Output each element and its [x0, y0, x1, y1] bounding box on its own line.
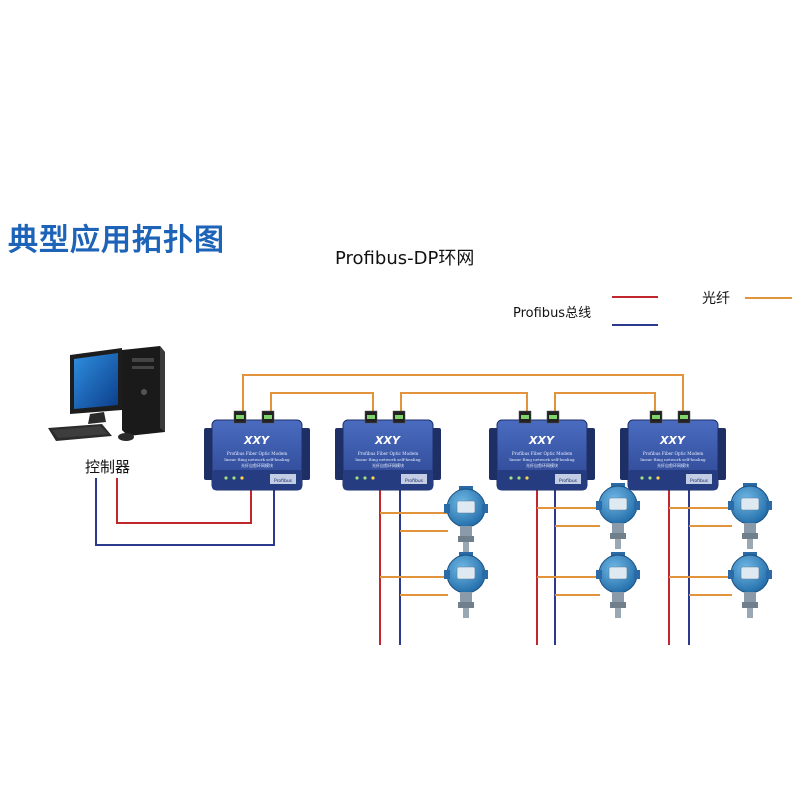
pressure-transmitter-icon [443, 485, 489, 553]
controller-bus [95, 478, 275, 546]
modem-brand-label: XXY [528, 434, 555, 447]
modem-port-label: Profibus [405, 478, 424, 484]
legend-fiber-label: 光纤 [702, 291, 730, 307]
diagram-heading: 典型应用拓扑图 [8, 223, 225, 258]
fiber-modem-1: XXY Profibus Fiber Optic Modem linear Ri… [203, 410, 311, 491]
modem-port-label: Profibus [274, 478, 293, 484]
modem-port-label: Profibus [559, 478, 578, 484]
modem-brand-label: XXY [243, 434, 270, 447]
modem-line2-label: linear Ring network self-healing [509, 457, 575, 462]
fiber-modem-4: XXY Profibus Fiber Optic Modem linear Ri… [619, 410, 727, 491]
pressure-transmitter-icon [727, 551, 773, 619]
modem-brand-label: XXY [659, 434, 686, 447]
modem-line3-label: 光纤自愈环网模块 [657, 462, 689, 468]
modem-line3-label: 光纤自愈环网模块 [526, 462, 558, 468]
fiber-modem-2: XXY Profibus Fiber Optic Modem linear Ri… [334, 410, 442, 491]
pressure-transmitter-icon [727, 482, 773, 550]
fiber-ring [242, 374, 684, 418]
modem-line1-label: Profibus Fiber Optic Modem [512, 451, 573, 456]
modem-line1-label: Profibus Fiber Optic Modem [643, 451, 704, 456]
modem-line3-label: 光纤自愈环网模块 [241, 462, 273, 468]
modem-line2-label: linear Ring network self-healing [355, 457, 421, 462]
pressure-transmitter-icon [443, 551, 489, 619]
pressure-transmitter-icon [595, 482, 641, 550]
diagram-subtitle: Profibus-DP环网 [335, 248, 475, 269]
legend-bus-label: Profibus总线 [513, 306, 592, 321]
modem-line1-label: Profibus Fiber Optic Modem [227, 451, 288, 456]
desktop-computer-icon [48, 346, 165, 441]
modem-line2-label: linear Ring network self-healing [224, 457, 290, 462]
modem-brand-label: XXY [374, 434, 401, 447]
modem-line2-label: linear Ring network self-healing [640, 457, 706, 462]
modem-line3-label: 光纤自愈环网模块 [372, 462, 404, 468]
fiber-modem-3: XXY Profibus Fiber Optic Modem linear Ri… [488, 410, 596, 491]
modem-port-label: Profibus [690, 478, 709, 484]
pressure-transmitter-icon [595, 551, 641, 619]
controller-label: 控制器 [85, 458, 131, 476]
modem-line1-label: Profibus Fiber Optic Modem [358, 451, 419, 456]
bus-drops [379, 488, 732, 645]
